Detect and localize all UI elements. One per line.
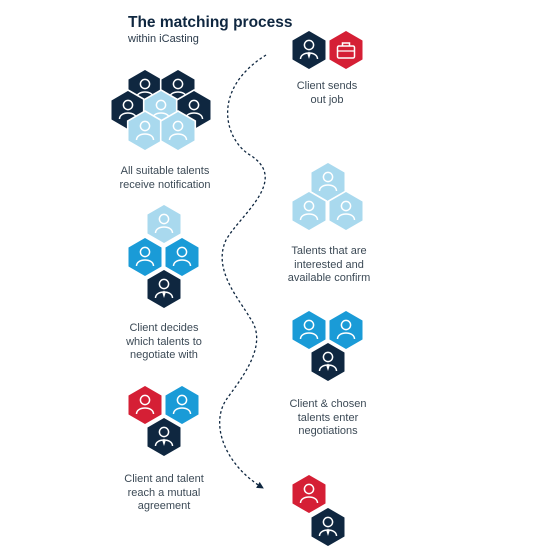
diagram-subtitle: within iCasting: [128, 33, 199, 45]
talent-icon: [290, 473, 328, 515]
step-4-caption: Client decides which talents to negotiat…: [126, 322, 202, 361]
diagram-title: The matching process: [128, 14, 293, 31]
step-7-hex-cluster: [290, 473, 347, 548]
step-2-caption: All suitable talents receive notificatio…: [119, 165, 211, 191]
talent-icon: [159, 110, 197, 152]
client-icon: [145, 268, 183, 310]
talent-icon: [145, 203, 183, 245]
process-path: [219, 54, 267, 489]
talent-icon: [327, 309, 365, 351]
client-icon: [309, 506, 347, 548]
step-3-hex-cluster: [290, 161, 365, 232]
step-1-caption: Client sends out job: [296, 80, 358, 106]
talent-icon: [290, 309, 328, 351]
talent-icon: [126, 384, 164, 426]
client-icon: [145, 416, 183, 458]
talent-icon: [163, 236, 201, 278]
hexagon-shape: [327, 29, 365, 71]
client-icon: [309, 341, 347, 383]
talent-icon: [290, 190, 328, 232]
step-5-hex-cluster: [290, 309, 365, 383]
step-2-hex-cluster: [109, 68, 213, 152]
talent-icon: [126, 236, 164, 278]
step-6-caption: Client and talent reach a mutual agreeme…: [124, 473, 204, 512]
step-5-caption: Client & chosen talents enter negotiatio…: [289, 398, 367, 437]
step-3-caption: Talents that are interested and availabl…: [287, 245, 371, 284]
talent-icon: [327, 190, 365, 232]
client-icon: [290, 29, 328, 71]
briefcase-icon: [327, 29, 365, 71]
talent-icon: [163, 384, 201, 426]
step-6-hex-cluster: [126, 384, 201, 458]
step-4-hex-cluster: [126, 203, 201, 310]
step-1-hex-cluster: [290, 29, 365, 71]
